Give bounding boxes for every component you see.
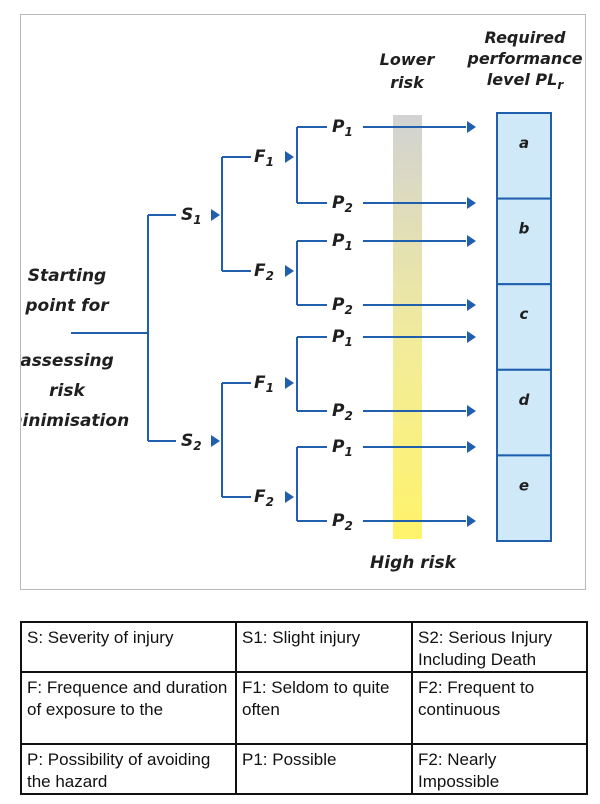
s-node-arrow-icon (211, 435, 220, 447)
p-node-label: P2 (332, 511, 353, 533)
f-node-arrow-icon (285, 151, 294, 163)
s-node-label: S1 (181, 205, 202, 227)
high-risk-label: High risk (370, 553, 458, 573)
start-point-label: Starting (28, 266, 106, 286)
legend-cell: S1: Slight injury (235, 621, 413, 673)
f-node-arrow-icon (285, 265, 294, 277)
legend-cell: S2: Serious Injury Including Death (411, 621, 588, 673)
legend-cell: F1: Seldom to quite often (235, 671, 413, 745)
legend-cell: F2: Nearly Impossible (411, 743, 588, 795)
pl-title: Required (485, 28, 566, 47)
risk-gradient-bar (393, 115, 422, 539)
legend-cell: F2: Frequent to continuous (411, 671, 588, 745)
lower-risk-label: risk (390, 73, 425, 92)
start-point-label: point for (24, 296, 110, 316)
f-node-label: F2 (254, 261, 274, 283)
legend-cell: P1: Possible (235, 743, 413, 795)
pl-level-label: d (519, 391, 530, 409)
f-node-label: F1 (254, 373, 274, 395)
p-node-label: P1 (332, 117, 353, 139)
arrow-head-icon (467, 441, 476, 453)
pl-level-label: b (519, 220, 530, 238)
pl-level-box (496, 454, 552, 542)
p-node-label: P2 (332, 401, 353, 423)
legend-row-frequency: F: Frequence and duration of exposure to… (20, 671, 588, 745)
pl-level-box (496, 112, 552, 200)
f-node-arrow-icon (285, 377, 294, 389)
arrow-head-icon (467, 235, 476, 247)
p-node-label: P1 (332, 327, 353, 349)
legend-cell: F: Frequence and duration of exposure to… (20, 671, 237, 745)
f-node-label: F1 (254, 147, 274, 169)
lower-risk-label: Lower (380, 50, 436, 69)
pl-level-label: c (520, 305, 529, 323)
risk-graph: S1S2F1F2F1F2P1P2P1P2P1P2P1P2abcdeLowerri… (21, 28, 583, 573)
pl-level-box (496, 197, 552, 286)
pl-title: performance (466, 49, 582, 68)
p-node-label: P1 (332, 231, 353, 253)
legend-cell: P: Possibility of avoiding the hazard (20, 743, 237, 795)
p-node-label: P1 (332, 437, 353, 459)
pl-level-box (496, 368, 552, 457)
start-point-label: risk (49, 381, 86, 401)
legend-cell: S: Severity of injury (20, 621, 237, 673)
start-point-label: minimisation (21, 411, 129, 431)
p-node-label: P2 (332, 193, 353, 215)
arrow-head-icon (467, 121, 476, 133)
arrow-head-icon (467, 331, 476, 343)
s-node-arrow-icon (211, 209, 220, 221)
f-node-arrow-icon (285, 491, 294, 503)
arrow-head-icon (467, 299, 476, 311)
pl-level-box (496, 283, 552, 371)
pl-level-label: e (519, 476, 529, 494)
arrow-head-icon (467, 405, 476, 417)
pl-title: level PLr (487, 70, 565, 92)
start-point-label: assessing (21, 351, 114, 371)
legend-row-severity: S: Severity of injury S1: Slight injury … (20, 621, 588, 673)
legend-table: S: Severity of injury S1: Slight injury … (20, 621, 588, 795)
pl-level-label: a (519, 134, 529, 152)
arrow-head-icon (467, 515, 476, 527)
arrow-head-icon (467, 197, 476, 209)
p-node-label: P2 (332, 295, 353, 317)
legend-row-possibility: P: Possibility of avoiding the hazard P1… (20, 743, 588, 795)
f-node-label: F2 (254, 487, 274, 509)
s-node-label: S2 (181, 431, 202, 453)
